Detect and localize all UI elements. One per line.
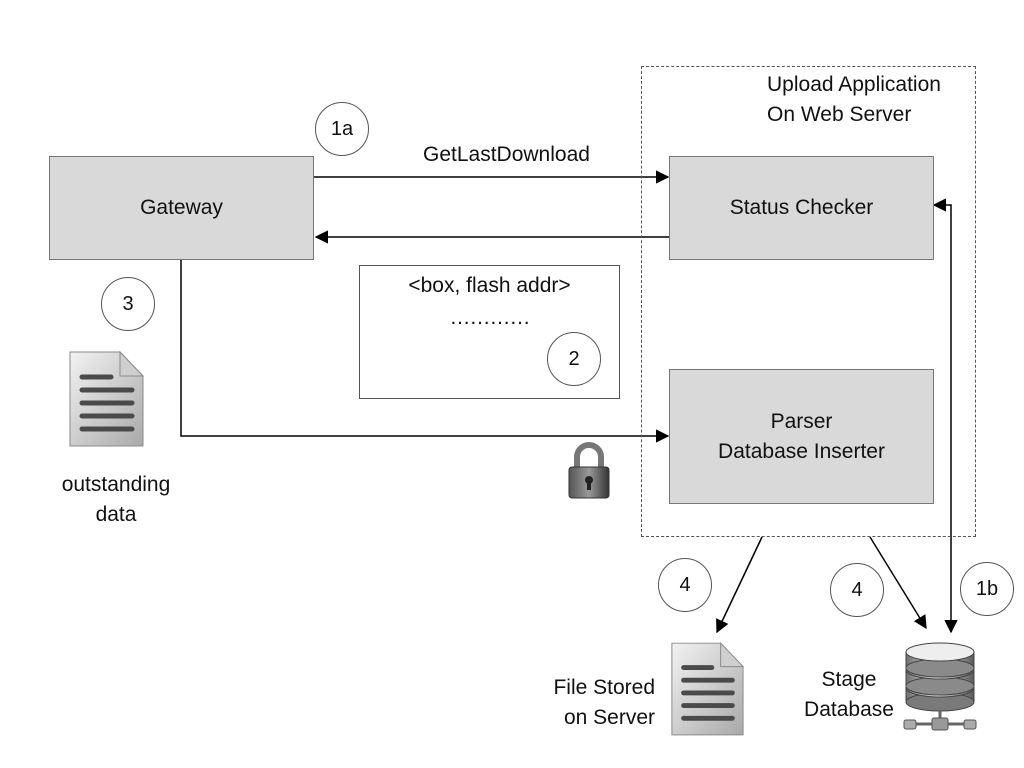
database-server-icon xyxy=(903,642,977,731)
outstanding-data-label: outstanding data xyxy=(61,473,171,526)
arrow-gateway-to-parser xyxy=(180,260,670,443)
file-stored-label: File Stored on Server xyxy=(553,676,655,729)
note-line2: ………… xyxy=(449,306,531,329)
status-checker-node: Status Checker xyxy=(669,156,934,260)
arrow-to-file xyxy=(716,536,763,634)
parser-label-line1: Parser xyxy=(770,409,833,433)
upload-application-container xyxy=(641,66,976,537)
lock-icon xyxy=(568,442,610,499)
step-1b: 1b xyxy=(960,562,1014,616)
step-1a: 1a xyxy=(315,102,369,156)
stage-database-label: Stage Database xyxy=(804,668,894,721)
file-document-icon xyxy=(671,641,745,736)
status-checker-label: Status Checker xyxy=(729,196,874,219)
document-icon xyxy=(69,350,145,447)
container-title: Upload Application On Web Server xyxy=(767,73,941,126)
parser-node: Parser Database Inserter xyxy=(669,369,934,504)
parser-label-line2: Database Inserter xyxy=(718,439,885,463)
gateway-node: Gateway xyxy=(49,156,314,260)
arrow-status-db-bidirectional xyxy=(932,198,958,634)
step-2: 2 xyxy=(547,332,601,386)
step-3: 3 xyxy=(101,277,155,331)
arrow-to-stage-db xyxy=(869,536,927,630)
gateway-label: Gateway xyxy=(140,196,223,219)
get-last-download-label: GetLastDownload xyxy=(423,143,590,166)
step-4-file: 4 xyxy=(658,558,712,612)
step-4-db: 4 xyxy=(830,563,884,617)
note-line1: <box, flash addr> xyxy=(408,274,571,297)
